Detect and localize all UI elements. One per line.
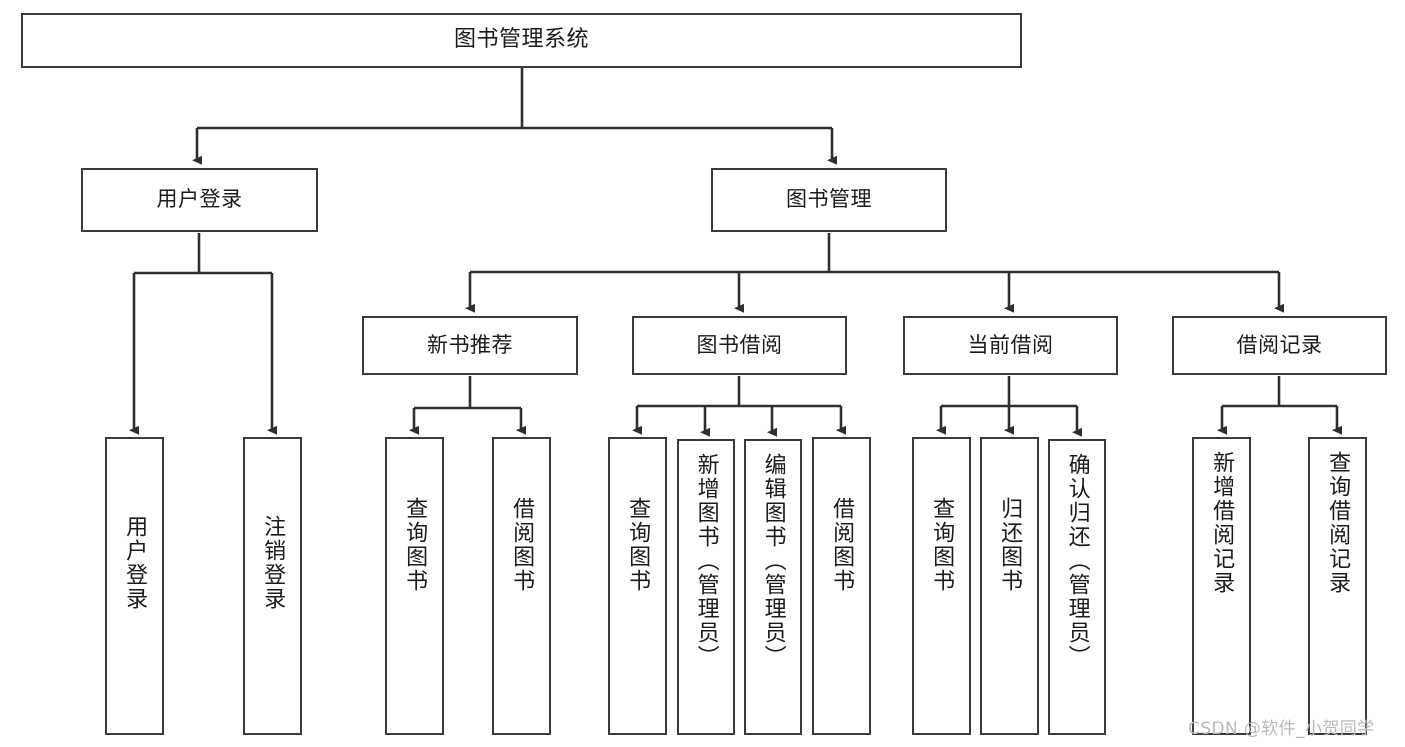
leaf-borrow-book-recommend[interactable]: 借阅图书	[492, 437, 551, 735]
leaf-logout-login[interactable]: 注销登录	[243, 437, 302, 735]
node-label: 图书管理系统	[453, 27, 589, 53]
leaf-return-book[interactable]: 归还图书	[980, 437, 1039, 735]
leaf-add-book-admin[interactable]: 新增图书（管理员）	[677, 439, 735, 735]
csdn-watermark: CSDN @软件_小贺同学	[1188, 719, 1375, 739]
leaf-confirm-return-admin[interactable]: 确认归还（管理员）	[1048, 439, 1106, 735]
node-borrow-record[interactable]: 借阅记录	[1172, 316, 1387, 375]
node-label: 注销登录	[260, 515, 286, 611]
node-label: 借阅图书	[509, 497, 535, 593]
node-label: 编辑图书（管理员）	[760, 453, 786, 669]
node-label: 查询图书	[625, 497, 651, 593]
node-book-borrowing[interactable]: 图书借阅	[632, 316, 847, 375]
leaf-query-book-recommend[interactable]: 查询图书	[385, 437, 444, 735]
node-label: 图书管理	[786, 187, 872, 212]
leaf-borrow-book[interactable]: 借阅图书	[812, 437, 871, 735]
node-new-book-recommendation[interactable]: 新书推荐	[362, 316, 578, 375]
node-label: 新增图书（管理员）	[693, 453, 719, 669]
leaf-query-book-borrow[interactable]: 查询图书	[608, 437, 667, 735]
node-label: 借阅图书	[829, 497, 855, 593]
node-label: 借阅记录	[1236, 332, 1323, 357]
leaf-user-login[interactable]: 用户登录	[105, 437, 164, 735]
node-label: 查询借阅记录	[1325, 451, 1351, 595]
node-label: 归还图书	[997, 497, 1023, 593]
node-label: 新书推荐	[427, 332, 513, 357]
node-label: 查询图书	[929, 497, 955, 593]
node-user-login[interactable]: 用户登录	[81, 168, 318, 232]
leaf-edit-book-admin[interactable]: 编辑图书（管理员）	[744, 439, 802, 735]
node-label: 查询图书	[402, 497, 428, 593]
leaf-add-borrow-record[interactable]: 新增借阅记录	[1192, 437, 1251, 735]
leaf-query-borrow-record[interactable]: 查询借阅记录	[1308, 437, 1367, 735]
node-label: 用户登录	[156, 187, 243, 212]
node-book-management[interactable]: 图书管理	[711, 168, 947, 232]
node-root-book-management-system[interactable]: 图书管理系统	[21, 13, 1022, 68]
node-label: 新增借阅记录	[1209, 451, 1235, 595]
node-label: 图书借阅	[696, 332, 783, 357]
node-label: 当前借阅	[967, 332, 1054, 357]
node-label: 用户登录	[122, 515, 148, 611]
node-label: 确认归还（管理员）	[1064, 453, 1090, 669]
leaf-query-book-current[interactable]: 查询图书	[912, 437, 971, 735]
node-current-borrowing[interactable]: 当前借阅	[903, 316, 1118, 375]
